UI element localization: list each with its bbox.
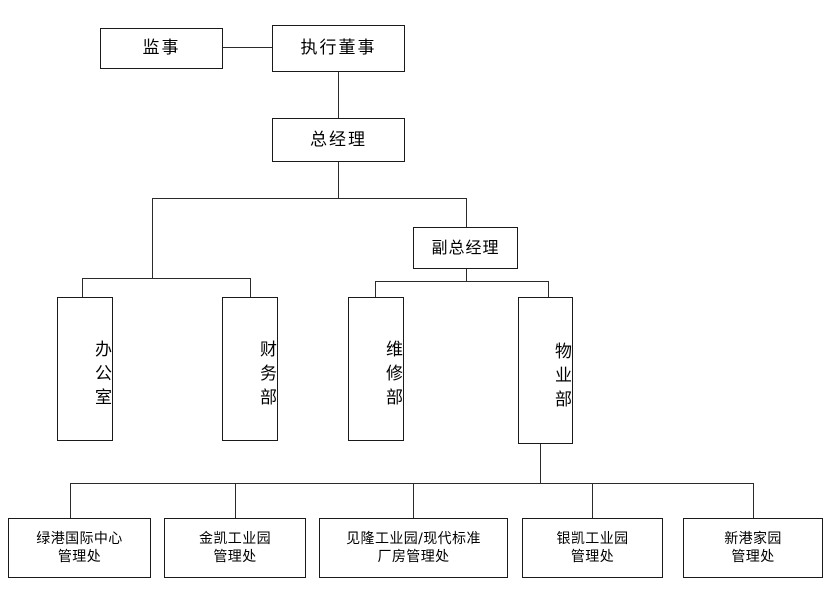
node-office[interactable]: 办公室 xyxy=(57,297,113,441)
connector-drop-office-2 xyxy=(235,483,236,518)
node-management-office-3-label: 见隆工业园/现代标准 厂房管理处 xyxy=(346,530,481,565)
node-management-office-2[interactable]: 金凯工业园 管理处 xyxy=(164,518,306,578)
node-management-office-2-label: 金凯工业园 管理处 xyxy=(199,530,271,565)
connector-office-finance-bus xyxy=(82,278,251,279)
node-general-manager-label: 总经理 xyxy=(310,129,367,150)
connector-deputy-bus xyxy=(375,281,549,282)
connector-drop-property xyxy=(548,281,549,297)
node-management-office-1[interactable]: 绿港国际中心 管理处 xyxy=(8,518,151,578)
node-property-department[interactable]: 物业部 xyxy=(518,297,573,444)
node-maintenance-department-label: 维修部 xyxy=(382,340,402,412)
connector-drop-office xyxy=(82,278,83,297)
node-executive-director-label: 执行董事 xyxy=(300,38,377,59)
node-general-manager[interactable]: 总经理 xyxy=(272,118,405,162)
node-property-department-label: 物业部 xyxy=(551,341,571,414)
node-supervisor[interactable]: 监事 xyxy=(100,28,223,69)
connector-management-offices-bus xyxy=(70,483,754,484)
connector-level2-left-drop xyxy=(152,198,153,278)
node-deputy-general-manager-label: 副总经理 xyxy=(431,238,500,258)
connector-level2-right-drop-to-deputy xyxy=(466,198,467,227)
connector-drop-office-3 xyxy=(413,483,414,518)
node-deputy-general-manager[interactable]: 副总经理 xyxy=(413,227,518,269)
node-management-office-1-label: 绿港国际中心 管理处 xyxy=(36,530,123,565)
connector-executive-director-to-general-manager xyxy=(338,72,339,118)
node-finance-department-label: 财务部 xyxy=(256,340,276,412)
node-management-office-5-label: 新港家园 管理处 xyxy=(724,530,782,565)
connector-general-manager-stem xyxy=(338,161,339,198)
node-management-office-5[interactable]: 新港家园 管理处 xyxy=(683,518,823,578)
connector-deputy-stem xyxy=(466,268,467,282)
connector-drop-office-1 xyxy=(70,483,71,518)
node-maintenance-department[interactable]: 维修部 xyxy=(348,297,404,441)
connector-drop-maintenance xyxy=(375,281,376,297)
node-supervisor-label: 监事 xyxy=(142,38,181,59)
connector-supervisor-to-executive-director xyxy=(223,47,272,48)
node-office-label: 办公室 xyxy=(91,340,111,412)
node-executive-director[interactable]: 执行董事 xyxy=(272,25,405,72)
connector-drop-finance xyxy=(250,278,251,297)
node-finance-department[interactable]: 财务部 xyxy=(222,297,278,441)
node-management-office-3[interactable]: 见隆工业园/现代标准 厂房管理处 xyxy=(319,518,508,578)
connector-drop-office-5 xyxy=(753,483,754,518)
node-management-office-4-label: 银凯工业园 管理处 xyxy=(556,530,629,565)
connector-drop-office-4 xyxy=(592,483,593,518)
connector-property-stem xyxy=(540,443,541,483)
node-management-office-4[interactable]: 银凯工业园 管理处 xyxy=(522,518,663,578)
connector-level2-bus xyxy=(152,198,467,199)
